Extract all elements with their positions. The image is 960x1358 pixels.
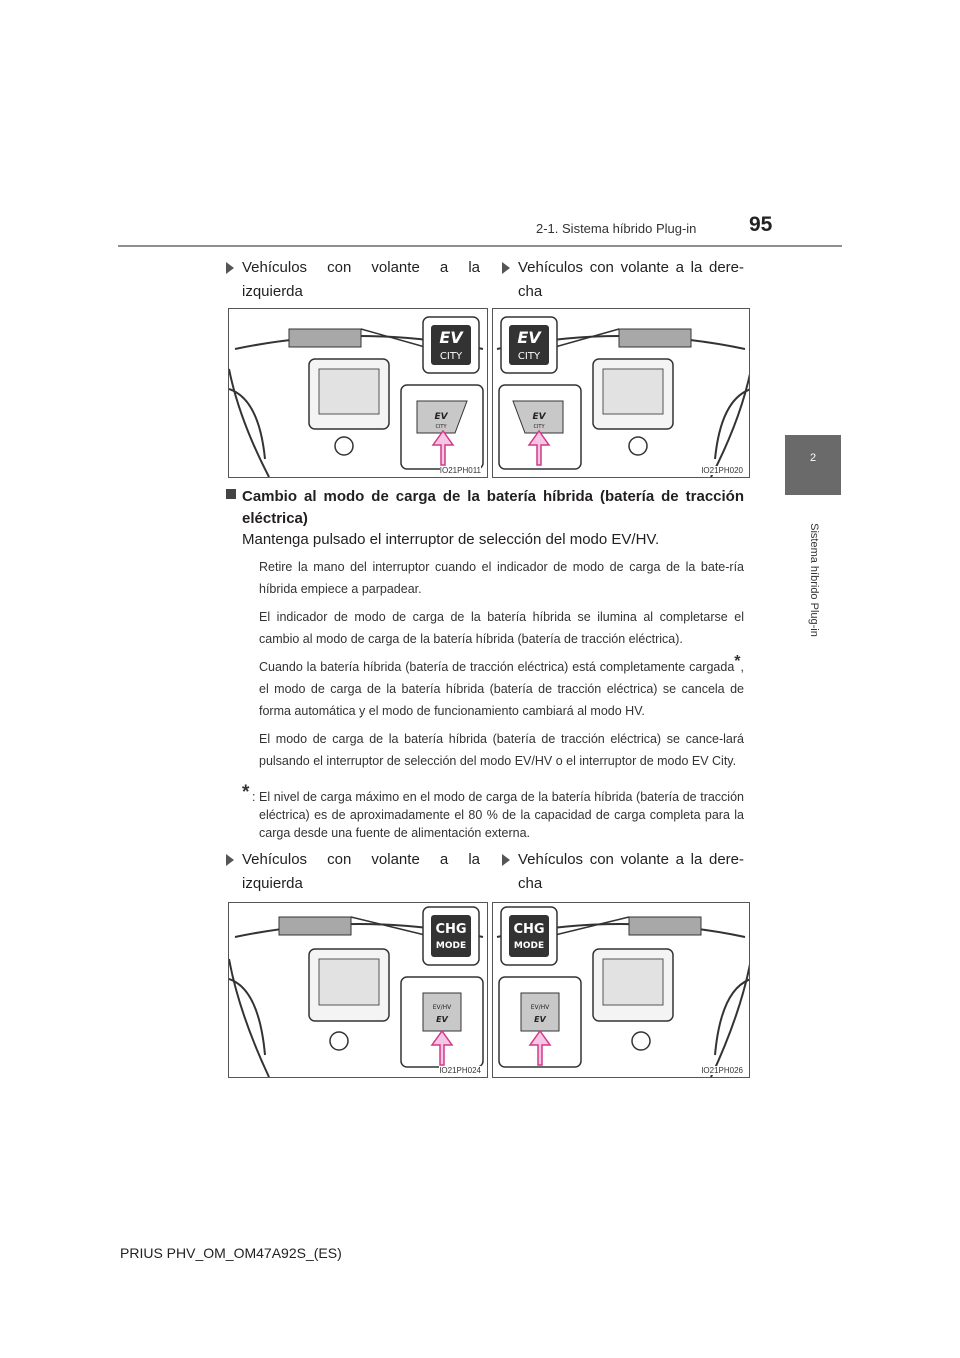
press-arrow-icon [527,429,551,466]
footnote-text: El nivel de carga máximo en el modo de c… [259,790,744,840]
chapter-tab [785,435,841,495]
chg-mode-label: CHG [435,922,466,937]
press-arrow-icon [431,429,455,466]
ev-hv-switch-label: EV/HV [531,1004,550,1011]
figure-chg-mode-right-hand-drive: CHG MODE EV/HV EV IO21PH026 [492,902,750,1078]
column-heading-right-hand-drive: Vehículos con volante a la dere-cha [502,256,744,304]
chapter-number: 2 [809,452,817,464]
ev-city-label: EV [439,328,464,347]
chg-mode-label: CHG [513,922,544,937]
notes-block: Retire la mano del interruptor cuando el… [259,556,744,778]
note-paragraph: Cuando la batería híbrida (batería de tr… [259,652,744,718]
triangle-bullet-icon [226,262,234,274]
press-arrow-icon [430,1029,454,1066]
dashboard-illustration: CHG MODE EV/HV EV [496,906,749,1077]
column-heading-left-hand-drive: Vehículos con volante a la izquierda [226,848,480,896]
chapter-label-text: Sistema híbrido Plug-in [808,523,820,637]
svg-text:CITY: CITY [440,351,463,362]
triangle-bullet-icon [502,854,510,866]
footnote: * : El nivel de carga máximo en el modo … [242,782,744,840]
figure-code: IO21PH026 [701,1066,743,1075]
dashboard-illustration: CHG MODE EV/HV EV [229,906,484,1077]
svg-text:MODE: MODE [514,941,544,951]
press-arrow-icon [528,1029,552,1066]
triangle-bullet-icon [226,854,234,866]
page-number: 95 [749,213,773,236]
dashboard-illustration: EV CITY EV CITY [229,316,484,477]
svg-text:MODE: MODE [436,941,466,951]
figure-code: IO21PH020 [701,466,743,475]
figure-ev-city-left-hand-drive: EV CITY EV CITY IO21PH011 [228,308,488,478]
document-reference: PRIUS PHV_OM_OM47A92S_(ES) [120,1245,342,1261]
svg-text:CITY: CITY [533,424,545,430]
chapter-label: Sistema híbrido Plug-in [808,500,820,660]
square-bullet-icon [226,489,236,499]
figure-code: IO21PH024 [439,1066,481,1075]
column-heading-right-hand-drive: Vehículos con volante a la dere-cha [502,848,744,896]
svg-text:EV: EV [532,412,546,422]
ev-city-label: EV [517,328,542,347]
section-heading: Cambio al modo de carga de la batería hí… [226,486,744,530]
svg-text:CITY: CITY [435,424,447,430]
footnote-marker: * [734,652,741,670]
section-title: 2-1. Sistema híbrido Plug-in [536,221,697,236]
note-paragraph: El indicador de modo de carga de la bate… [259,610,744,646]
svg-text:EV: EV [436,1015,448,1024]
figure-ev-city-right-hand-drive: EV CITY EV CITY IO21PH020 [492,308,750,478]
column-heading-left-hand-drive: Vehículos con volante a la izquierda [226,256,480,304]
dashboard-illustration: EV CITY EV CITY [496,316,749,477]
triangle-bullet-icon [502,262,510,274]
figure-code: IO21PH011 [439,466,481,475]
note-paragraph: Retire la mano del interruptor cuando el… [259,560,744,596]
svg-text:EV: EV [534,1015,546,1024]
svg-text:CITY: CITY [518,351,541,362]
header-rule [118,245,842,247]
figure-chg-mode-left-hand-drive: CHG MODE EV/HV EV IO21PH024 [228,902,488,1078]
note-paragraph: El modo de carga de la batería híbrida (… [259,732,744,768]
ev-hv-switch-label: EV/HV [433,1004,452,1011]
footnote-star: * [242,782,250,803]
main-instruction: Mantenga pulsado el interruptor de selec… [242,531,660,548]
svg-text:EV: EV [434,412,448,422]
